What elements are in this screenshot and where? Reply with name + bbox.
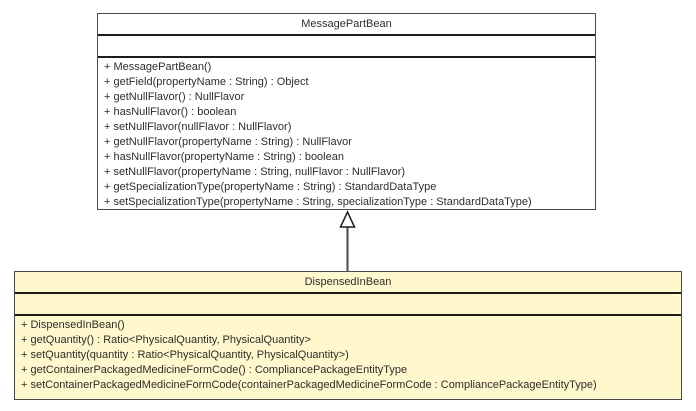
method-row: + hasNullFlavor() : boolean xyxy=(104,106,237,118)
methods-compartment-dispensedinbean: + DispensedInBean() + getQuantity() : Rat… xyxy=(15,316,681,399)
class-box-messagepartbean[interactable]: MessagePartBean + MessagePartBean() + get… xyxy=(97,13,596,210)
method-row: + MessagePartBean() xyxy=(104,61,212,73)
fields-compartment-messagepartbean xyxy=(98,36,595,58)
class-title-messagepartbean[interactable]: MessagePartBean xyxy=(98,14,595,36)
method-row: + getSpecializationType(propertyName : S… xyxy=(104,181,437,193)
method-row: + setSpecializationType(propertyName : S… xyxy=(104,196,532,208)
method-row: + hasNullFlavor(propertyName : String) :… xyxy=(104,151,344,163)
class-box-dispensedinbean[interactable]: DispensedInBean + DispensedInBean() + get… xyxy=(14,271,682,400)
method-row: + getNullFlavor(propertyName : String) :… xyxy=(104,136,352,148)
methods-compartment-messagepartbean: + MessagePartBean() + getField(propertyNa… xyxy=(98,58,595,209)
method-row: + getQuantity() : Ratio<PhysicalQuantity… xyxy=(21,334,311,346)
fields-compartment-dispensedinbean xyxy=(15,294,681,316)
method-row: + setContainerPackagedMedicineFormCode(c… xyxy=(21,379,597,391)
method-row: + setQuantity(quantity : Ratio<PhysicalQ… xyxy=(21,349,349,361)
method-row: + DispensedInBean() xyxy=(21,319,125,331)
method-row: + getNullFlavor() : NullFlavor xyxy=(104,91,245,103)
method-row: + setNullFlavor(nullFlavor : NullFlavor) xyxy=(104,121,292,133)
method-row: + setNullFlavor(propertyName : String, n… xyxy=(104,166,406,178)
class-title-dispensedinbean[interactable]: DispensedInBean xyxy=(15,272,681,294)
method-row: + getField(propertyName : String) : Obje… xyxy=(104,76,309,88)
method-row: + getContainerPackagedMedicineFormCode()… xyxy=(21,364,408,376)
generalization-arrow-head xyxy=(339,210,356,228)
